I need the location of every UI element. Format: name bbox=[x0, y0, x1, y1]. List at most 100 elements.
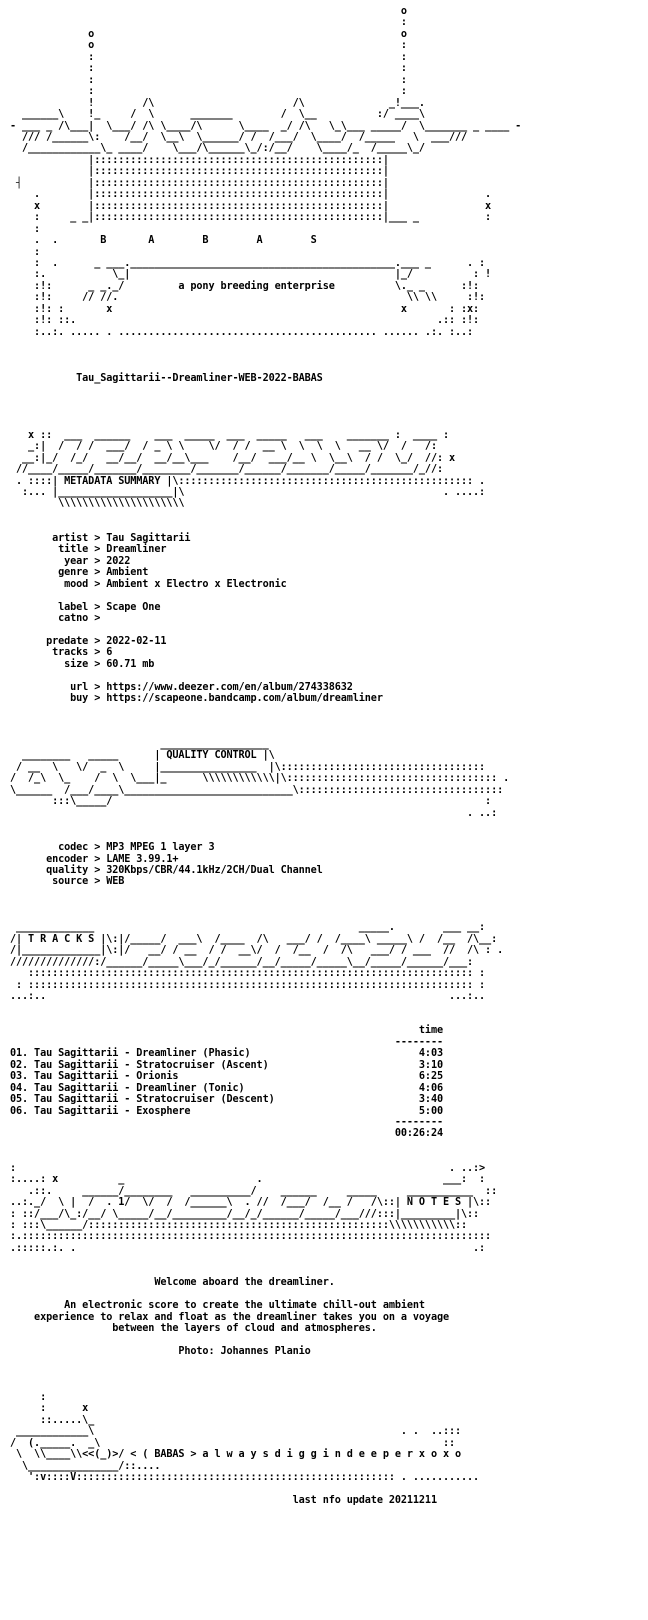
ascii-art-line: __________________ bbox=[10, 739, 269, 750]
ascii-art-line: : . _ ___.______________________________… bbox=[10, 257, 486, 269]
ascii-art-line: o o bbox=[10, 28, 407, 40]
ascii-art-line: . |:::::::::::::::::::::::::::::::::::::… bbox=[10, 189, 492, 201]
track-row-2: 02. Tau Sagittarii - Stratocruiser (Asce… bbox=[10, 1059, 443, 1071]
ascii-art-line: : bbox=[10, 223, 41, 235]
meta-label: label > Scape One bbox=[10, 601, 161, 613]
ascii-art-line: :!: // //. \\ \\ :!: bbox=[10, 292, 486, 304]
notes-line-1: An electronic score to create the ultima… bbox=[10, 1300, 425, 1312]
quality-source: source > WEB bbox=[10, 876, 125, 888]
ascii-art-line: : . ..:> bbox=[10, 1162, 486, 1174]
ascii-art-line: :::\_____/ : bbox=[10, 796, 492, 808]
ascii-art-line: ..:._/ \ | / . 1/ \/ / /______\ . // /__… bbox=[10, 1197, 492, 1209]
ascii-art-line: _:| / / / ___/ / _ \ \ \/ / / __ \ \ \ \… bbox=[10, 441, 437, 453]
ascii-art-line: ______\ !_ / \ _______ / \__ :/ ____\ bbox=[10, 109, 425, 121]
meta-tracks: tracks > 6 bbox=[10, 647, 113, 659]
track-row-6: 06. Tau Sagittarii - Exosphere 5:00 bbox=[10, 1105, 443, 1117]
ascii-art-line: : : bbox=[10, 74, 407, 86]
ascii-art-line: : : bbox=[10, 51, 407, 63]
ascii-art-line: .:::::.:. . .: bbox=[10, 1242, 486, 1254]
ascii-art-line: :!: : x x : :x: bbox=[10, 303, 480, 315]
ascii-art-line: |:::::::::::::::::::::::::::::::::::::::… bbox=[10, 166, 389, 178]
tracks-total-time: 00:26:24 bbox=[10, 1128, 443, 1140]
ascii-art-line: /|_____________|\:|/ __/ / __ / / __\/ /… bbox=[10, 945, 504, 957]
track-row-1: 01. Tau Sagittarii - Dreamliner (Phasic)… bbox=[10, 1048, 443, 1060]
ascii-art-line: : :::\______/:::::::::::::::::::::::::::… bbox=[10, 1220, 468, 1232]
ascii-art-line: : ::::::::::::::::::::::::::::::::::::::… bbox=[10, 979, 486, 991]
ascii-art-line: -------- bbox=[10, 1116, 443, 1128]
ascii-art-line: ________ _____ | QUALITY CONTROL |\ bbox=[10, 750, 275, 762]
ascii-art-line: ...:.. ...:.. bbox=[10, 990, 486, 1002]
ascii-art-line: o : bbox=[10, 40, 407, 52]
ascii-art-line: ____________\ . . ..::: bbox=[10, 1426, 462, 1438]
ascii-art-line: ':v::::V::::::::::::::::::::::::::::::::… bbox=[10, 1472, 480, 1483]
ascii-art-line: : bbox=[10, 17, 407, 29]
ascii-art-line: /// /______\: /__/ \__\ \______/ / /___/… bbox=[10, 131, 468, 143]
ascii-art-line: o bbox=[10, 6, 407, 17]
footer-update: last nfo update 20211211 bbox=[10, 1494, 437, 1506]
ascii-art-line: : x bbox=[10, 1403, 89, 1415]
meta-url: url > https://www.deezer.com/en/album/27… bbox=[10, 681, 353, 693]
ascii-art-line: : _ _|::::::::::::::::::::::::::::::::::… bbox=[10, 212, 492, 224]
ascii-art-line: :!: _ _._/ a pony breeding enterprise \.… bbox=[10, 280, 480, 292]
ascii-art-line: /____________\_ ____/ \___/\______\_/:/_… bbox=[10, 143, 425, 155]
track-row-3: 03. Tau Sagittarii - Orionis 6:25 bbox=[10, 1071, 443, 1083]
ascii-art-line: //____/_____/_______/________/_______/__… bbox=[10, 464, 443, 476]
notes-line-3: between the layers of cloud and atmosphe… bbox=[10, 1323, 377, 1335]
ascii-art-line: ::.....\_ bbox=[10, 1414, 95, 1426]
ascii-art-line: //////////////:/______/_____\___/_/_____… bbox=[10, 956, 474, 968]
meta-catno: catno > bbox=[10, 613, 107, 625]
ascii-art-line: :.::::::::::::::::::::::::::::::::::::::… bbox=[10, 1231, 492, 1243]
ascii-art-line: / /_\ \_ / \ \___|_ \\\\\\\\\\\\|\::::::… bbox=[10, 773, 510, 785]
ascii-art-line: : ::/___/\_:/__/ \_____/__/_________/__/… bbox=[10, 1208, 480, 1220]
section-metadata: . ::::| METADATA SUMMARY |\:::::::::::::… bbox=[10, 475, 486, 487]
meta-size: size > 60.71 mb bbox=[10, 658, 155, 670]
ascii-art-line: : : bbox=[10, 63, 407, 75]
ascii-art-line: \\\\\\\\\\\\\\\\\\\\\ bbox=[10, 498, 185, 510]
ascii-art-line: |:::::::::::::::::::::::::::::::::::::::… bbox=[10, 154, 389, 166]
ascii-art-line: - ___ _ /\___| \___/ /\ \____/\ \____ _/… bbox=[10, 120, 522, 132]
ascii-art-line: :. \_| |_/ : ! bbox=[10, 269, 492, 281]
ascii-art-line: ┤ |:::::::::::::::::::::::::::::::::::::… bbox=[10, 177, 389, 189]
ascii-art-line: __:|_/ /_/ __/__/ __/__\___ /__/ ___/__ … bbox=[10, 452, 455, 464]
quality-codec: codec > MP3 MPEG 1 layer 3 bbox=[10, 842, 215, 854]
quality-encoder: encoder > LAME 3.99.1+ bbox=[10, 853, 179, 865]
ascii-art-line: .::. ______/________ __________/ ______ … bbox=[10, 1185, 498, 1197]
track-row-5: 05. Tau Sagittarii - Stratocruiser (Desc… bbox=[10, 1094, 443, 1106]
ascii-art-line: x :: ___ ______ ___ _____ ___ _____ ___ … bbox=[10, 429, 449, 441]
meta-title: title > Dreamliner bbox=[10, 544, 167, 556]
ascii-art-line: : : bbox=[10, 86, 407, 98]
ascii-art-line: _____________ _____. ___ __: bbox=[10, 922, 486, 934]
ascii-art-line: -------- bbox=[10, 1036, 443, 1048]
meta-artist: artist > Tau Sagittarii bbox=[10, 532, 191, 544]
ascii-art-line: : bbox=[10, 1391, 47, 1403]
meta-predate: predate > 2022-02-11 bbox=[10, 635, 167, 647]
ascii-art-line: \_______________/::.... bbox=[10, 1460, 161, 1472]
ascii-art-line: / __ \ \/ _ \ |________________ |\::::::… bbox=[10, 761, 486, 773]
track-row-4: 04. Tau Sagittarii - Dreamliner (Tonic) … bbox=[10, 1082, 443, 1094]
meta-genre: genre > Ambient bbox=[10, 567, 149, 579]
meta-buy: buy > https://scapeone.bandcamp.com/albu… bbox=[10, 693, 383, 705]
tracks-time-header: time bbox=[10, 1025, 443, 1037]
quality-quality: quality > 320Kbps/CBR/44.1kHz/2CH/Dual C… bbox=[10, 864, 323, 876]
ascii-art-line: . . B A B A S bbox=[10, 235, 317, 247]
notes-photo: Photo: Johannes Planio bbox=[10, 1346, 311, 1358]
ascii-art-line: \ \\____\\<<(_)>/ < ( BABAS > a l w a y … bbox=[10, 1449, 462, 1461]
ascii-art-line: x |:::::::::::::::::::::::::::::::::::::… bbox=[10, 200, 492, 212]
ascii-art-line: :..:. ..... . ..........................… bbox=[10, 326, 474, 338]
ascii-art-line: ::::::::::::::::::::::::::::::::::::::::… bbox=[10, 968, 486, 980]
ascii-art-line: \______ /___/____\______________________… bbox=[10, 784, 504, 796]
meta-year: year > 2022 bbox=[10, 555, 131, 567]
ascii-art-line: /| T R A C K S |\:|/_____/ ___\ /____ /\… bbox=[10, 933, 498, 945]
ascii-art-line: / (._____. _\ :: bbox=[10, 1437, 455, 1449]
ascii-art-line: . ..: bbox=[10, 807, 498, 819]
notes-line-2: experience to relax and float as the dre… bbox=[10, 1311, 449, 1323]
ascii-art-line: :!: ::. .:: :!: bbox=[10, 315, 480, 327]
release-name: Tau_Sagittarii--Dreamliner-WEB-2022-BABA… bbox=[10, 372, 323, 384]
nfo-document: o : o o o bbox=[10, 6, 638, 1506]
meta-mood: mood > Ambient x Electro x Electronic bbox=[10, 578, 287, 590]
ascii-art-line: :....: x _ . ___: : bbox=[10, 1174, 486, 1186]
notes-welcome: Welcome aboard the dreamliner. bbox=[10, 1277, 335, 1289]
ascii-art-line: : bbox=[10, 246, 41, 258]
ascii-art-line: ! /\ /\ _!___. bbox=[10, 97, 425, 109]
ascii-art-line: :... |___________________|\ . ....: bbox=[10, 487, 486, 499]
